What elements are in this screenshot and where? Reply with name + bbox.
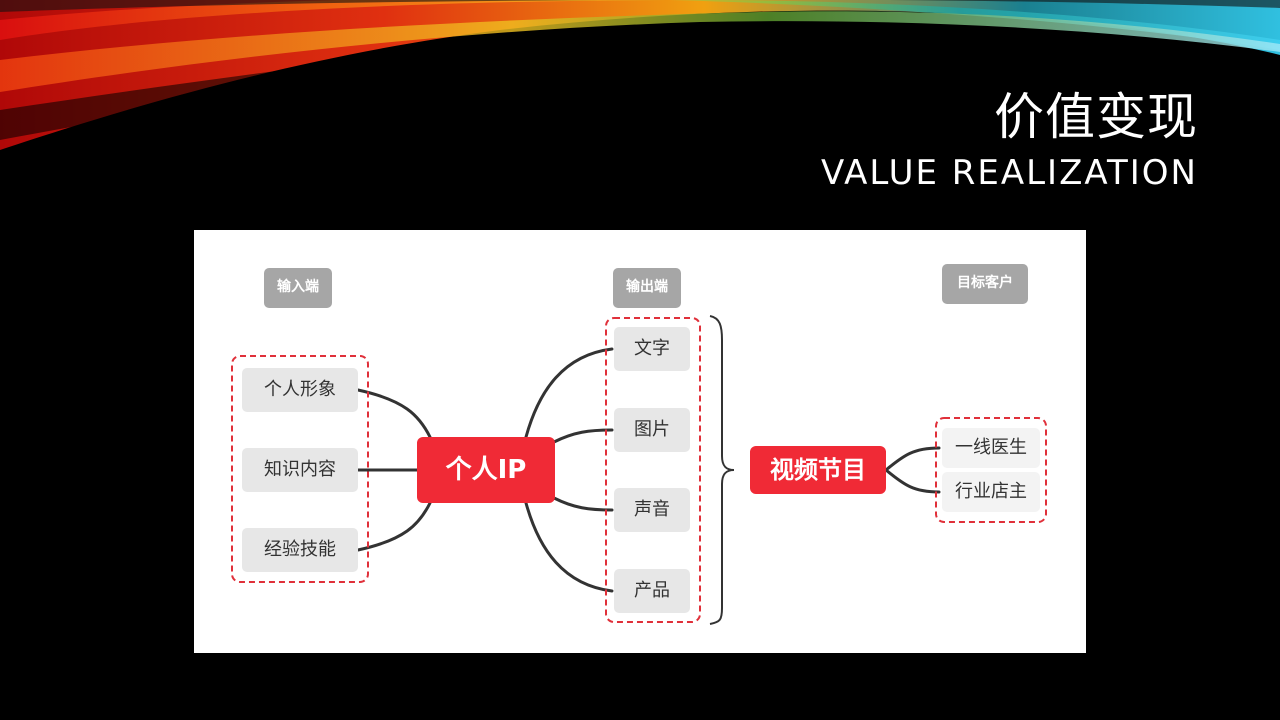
customer-node-doctors: 一线医生 [942, 428, 1040, 468]
output-node-image: 图片 [614, 408, 690, 452]
input-node-knowledge: 知识内容 [242, 448, 358, 492]
input-node-skills: 经验技能 [242, 528, 358, 572]
decorative-swoosh [0, 0, 1280, 150]
input-header: 输入端 [264, 268, 332, 308]
input-node-image: 个人形象 [242, 368, 358, 412]
program-hub-video: 视频节目 [750, 446, 886, 494]
output-header: 输出端 [613, 268, 681, 308]
slide-subtitle: VALUE REALIZATION [820, 153, 1198, 193]
diagram-connectors [231, 315, 1047, 625]
output-node-product: 产品 [614, 569, 690, 613]
customer-node-shop-owners: 行业店主 [942, 472, 1040, 512]
output-node-text: 文字 [614, 327, 690, 371]
target-header: 目标客户 [942, 264, 1028, 304]
diagram-panel: 输入端 输出端 目标客户 个人形象 知识内容 经验技能 个人IP 文字 图片 声… [194, 230, 1086, 653]
slide-title: 价值变现 [994, 88, 1198, 146]
output-node-audio: 声音 [614, 488, 690, 532]
center-hub-personal-ip: 个人IP [417, 437, 555, 503]
